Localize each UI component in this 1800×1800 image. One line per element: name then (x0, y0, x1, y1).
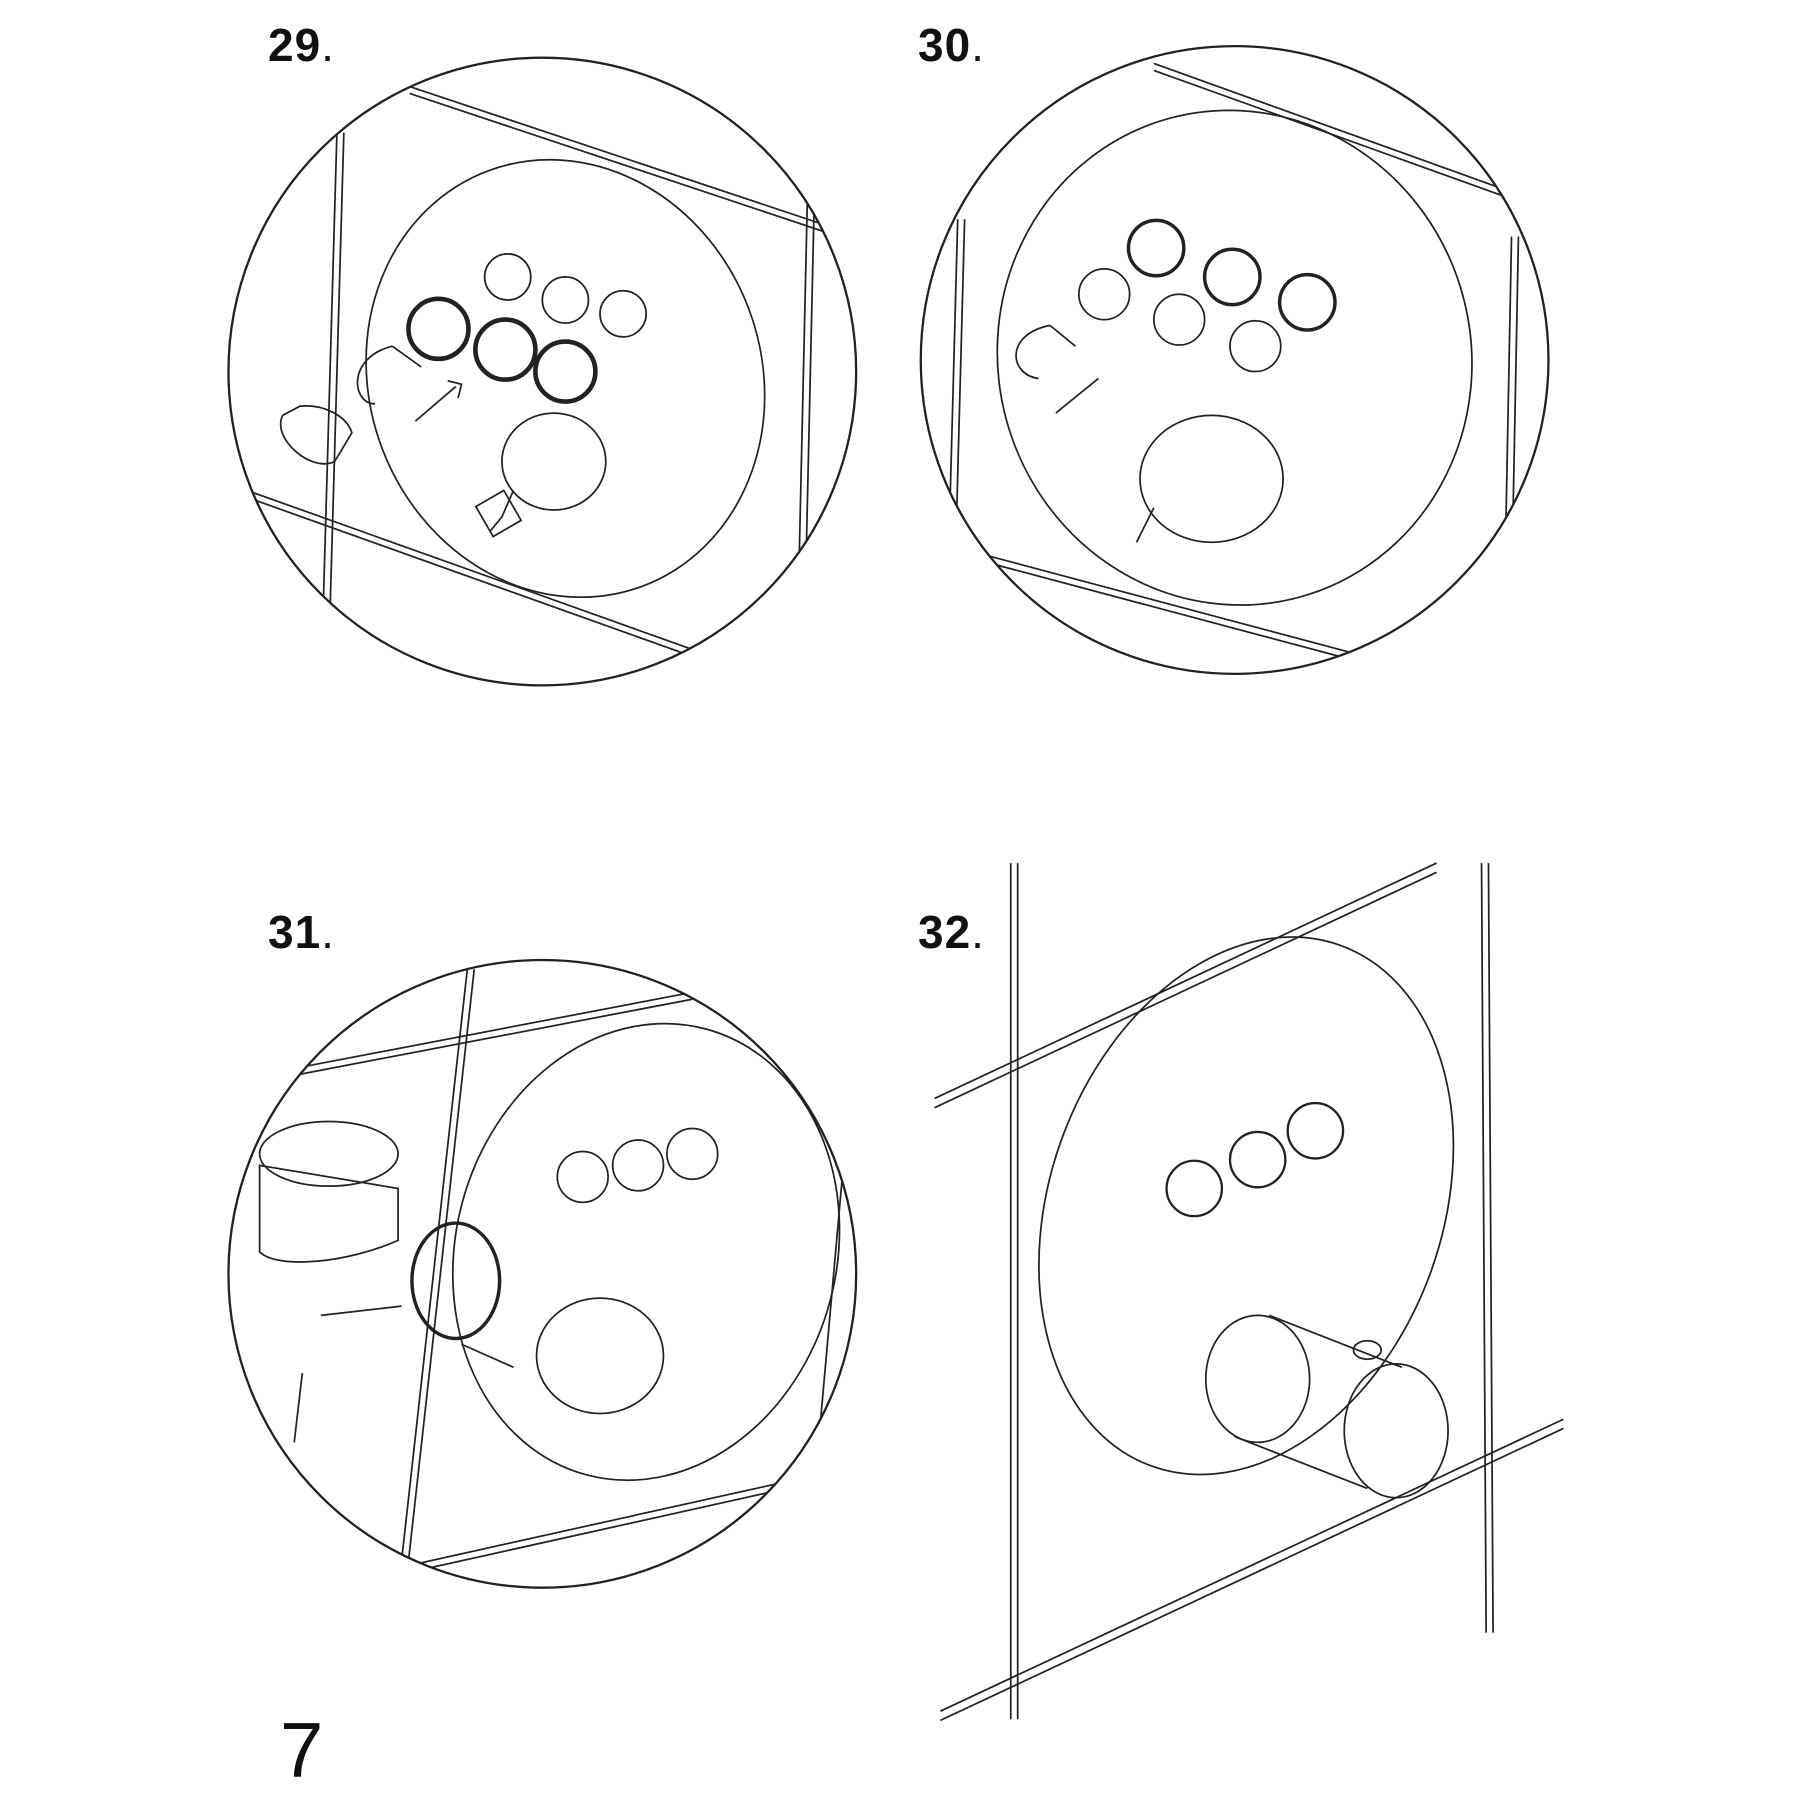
step-30-illustration (919, 45, 1550, 675)
step-number-text: 30 (918, 19, 972, 71)
push-arrow-icon (461, 1343, 514, 1369)
rotate-arrow-icon (1015, 324, 1076, 380)
step-number-suffix: . (971, 906, 985, 958)
step-number-suffix: . (321, 906, 335, 958)
thermostat-handle (258, 1164, 399, 1263)
step-number-suffix: . (321, 19, 335, 71)
up-arrow-icon (293, 1372, 304, 1443)
step-number-32: 32. (918, 905, 985, 959)
o-ring (410, 1221, 502, 1341)
step-number-29: 29. (268, 18, 335, 72)
step-29-illustration (227, 56, 858, 687)
thermostat-knob (1234, 1314, 1403, 1490)
diverter-cartridges (406, 252, 648, 404)
step-number-text: 29 (268, 19, 322, 71)
push-arrow-icon (1055, 377, 1100, 414)
key-tool-icon (279, 405, 353, 465)
allen-key-icon (320, 1305, 402, 1317)
step-number-31: 31. (268, 905, 335, 959)
thermostatic-cartridge (474, 412, 607, 538)
step-number-text: 31 (268, 906, 322, 958)
page-number: 7 (280, 1706, 324, 1794)
step-number-suffix: . (971, 19, 985, 71)
step-31-illustration (227, 958, 858, 1589)
push-arrow-icon (414, 379, 463, 422)
rotate-arrow-icon (356, 345, 422, 405)
step-number-30: 30. (918, 18, 985, 72)
step-number-text: 32 (918, 906, 972, 958)
step-32-illustration (934, 862, 1564, 1722)
